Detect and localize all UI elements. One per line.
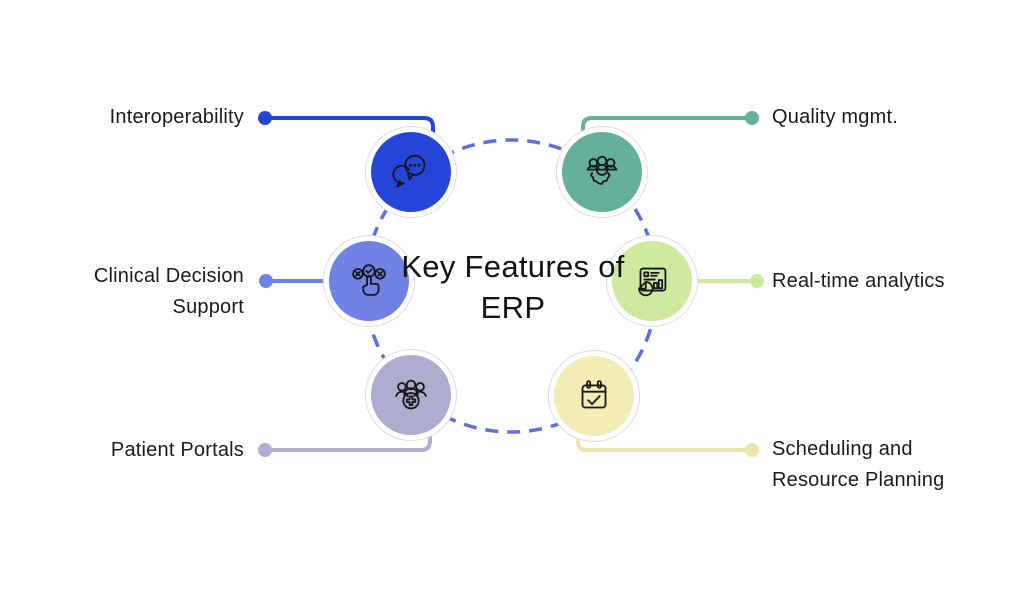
connector-quality-mgmt [581, 111, 759, 133]
feature-label-quality-mgmt: Quality mgmt. [772, 106, 898, 128]
connector-dot [258, 111, 272, 125]
connector-real-time-analytics [695, 274, 764, 288]
feature-node-real-time-analytics [606, 235, 698, 327]
feature-label-scheduling: Scheduling and Resource Planning [772, 438, 945, 491]
connector-dot [745, 443, 759, 457]
team-gear-icon [562, 132, 642, 212]
connector-dot [259, 274, 273, 288]
connector-dot [258, 443, 272, 457]
feature-node-quality-mgmt [556, 126, 648, 218]
diagram-title: Key Features of ERP [401, 249, 625, 325]
connector-clinical-decision-support [259, 274, 328, 288]
feature-node-patient-portals [365, 349, 457, 441]
connector-patient-portals [258, 434, 432, 457]
analytics-dashboard-icon [612, 241, 692, 321]
feature-label-patient-portals: Patient Portals [110, 439, 244, 461]
feature-label-real-time-analytics: Real-time analytics [772, 270, 945, 292]
connector-scheduling [576, 436, 759, 457]
feature-node-interoperability [365, 126, 457, 218]
feature-node-clinical-decision-support [323, 235, 415, 327]
chat-bubbles-icon [371, 132, 451, 212]
connector-dot [745, 111, 759, 125]
calendar-check-icon [554, 356, 634, 436]
decision-check-icon [329, 241, 409, 321]
connector-dot [750, 274, 764, 288]
connector-interoperability [258, 111, 435, 134]
feature-label-interoperability: Interoperability [109, 106, 244, 128]
feature-label-clinical-decision-support: Clinical Decision Support [93, 265, 244, 318]
patients-group-icon [371, 355, 451, 435]
feature-node-scheduling [548, 350, 640, 442]
